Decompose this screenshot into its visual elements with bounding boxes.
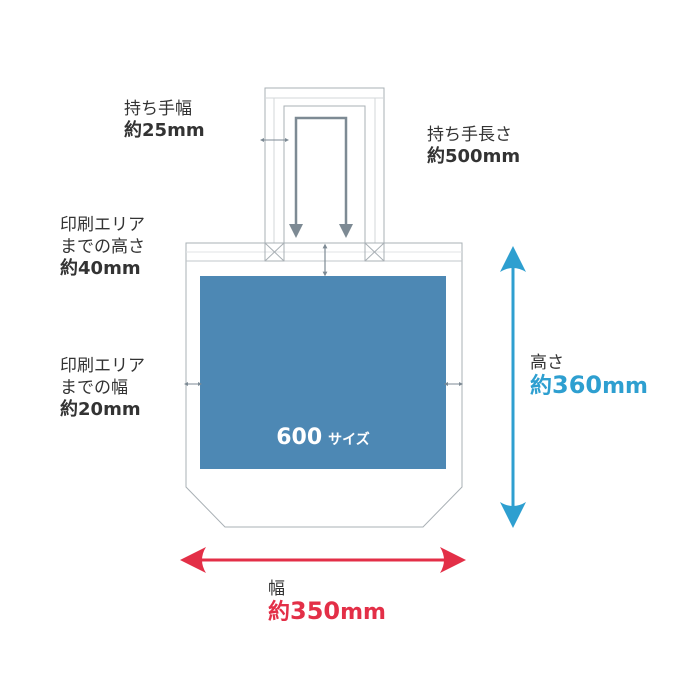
width-label: 幅 約350mm <box>268 578 386 624</box>
print-size-label: 600 サイズ <box>200 425 446 450</box>
handle-length-title: 持ち手長さ <box>427 125 512 145</box>
print-side-value: 約20mm <box>60 399 141 420</box>
print-side-line1: 印刷エリア <box>60 356 145 376</box>
handle-width-title: 持ち手幅 <box>124 99 192 119</box>
print-side-label: 印刷エリア までの幅 約20mm <box>60 355 145 421</box>
width-value: 約350mm <box>268 597 386 625</box>
height-title: 高さ <box>530 353 564 373</box>
print-side-line2: までの幅 <box>60 378 128 398</box>
handle-width-value: 約25mm <box>124 120 205 141</box>
width-title: 幅 <box>268 579 285 599</box>
handle-length-arrowhead-right <box>339 224 353 238</box>
bag-body <box>185 242 463 528</box>
height-value: 約360mm <box>530 371 648 399</box>
print-top-label: 印刷エリア までの高さ 約40mm <box>60 214 145 280</box>
handle-length-arrows <box>294 116 348 228</box>
handle-length-arrowhead-left <box>289 224 303 238</box>
print-top-line1: 印刷エリア <box>60 215 145 235</box>
print-area <box>200 276 446 469</box>
height-label: 高さ 約360mm <box>530 352 648 398</box>
print-size-number: 600 <box>276 425 323 450</box>
handle-length-value: 約500mm <box>427 146 521 167</box>
print-top-value: 約40mm <box>60 258 141 279</box>
width-arrow <box>180 547 466 573</box>
print-top-line2: までの高さ <box>60 237 145 257</box>
bag-handle <box>264 87 385 243</box>
print-size-suffix: サイズ <box>328 432 370 448</box>
handle-width-label: 持ち手幅 約25mm <box>124 98 205 142</box>
handle-length-label: 持ち手長さ 約500mm <box>427 124 520 168</box>
height-arrow <box>500 246 526 528</box>
